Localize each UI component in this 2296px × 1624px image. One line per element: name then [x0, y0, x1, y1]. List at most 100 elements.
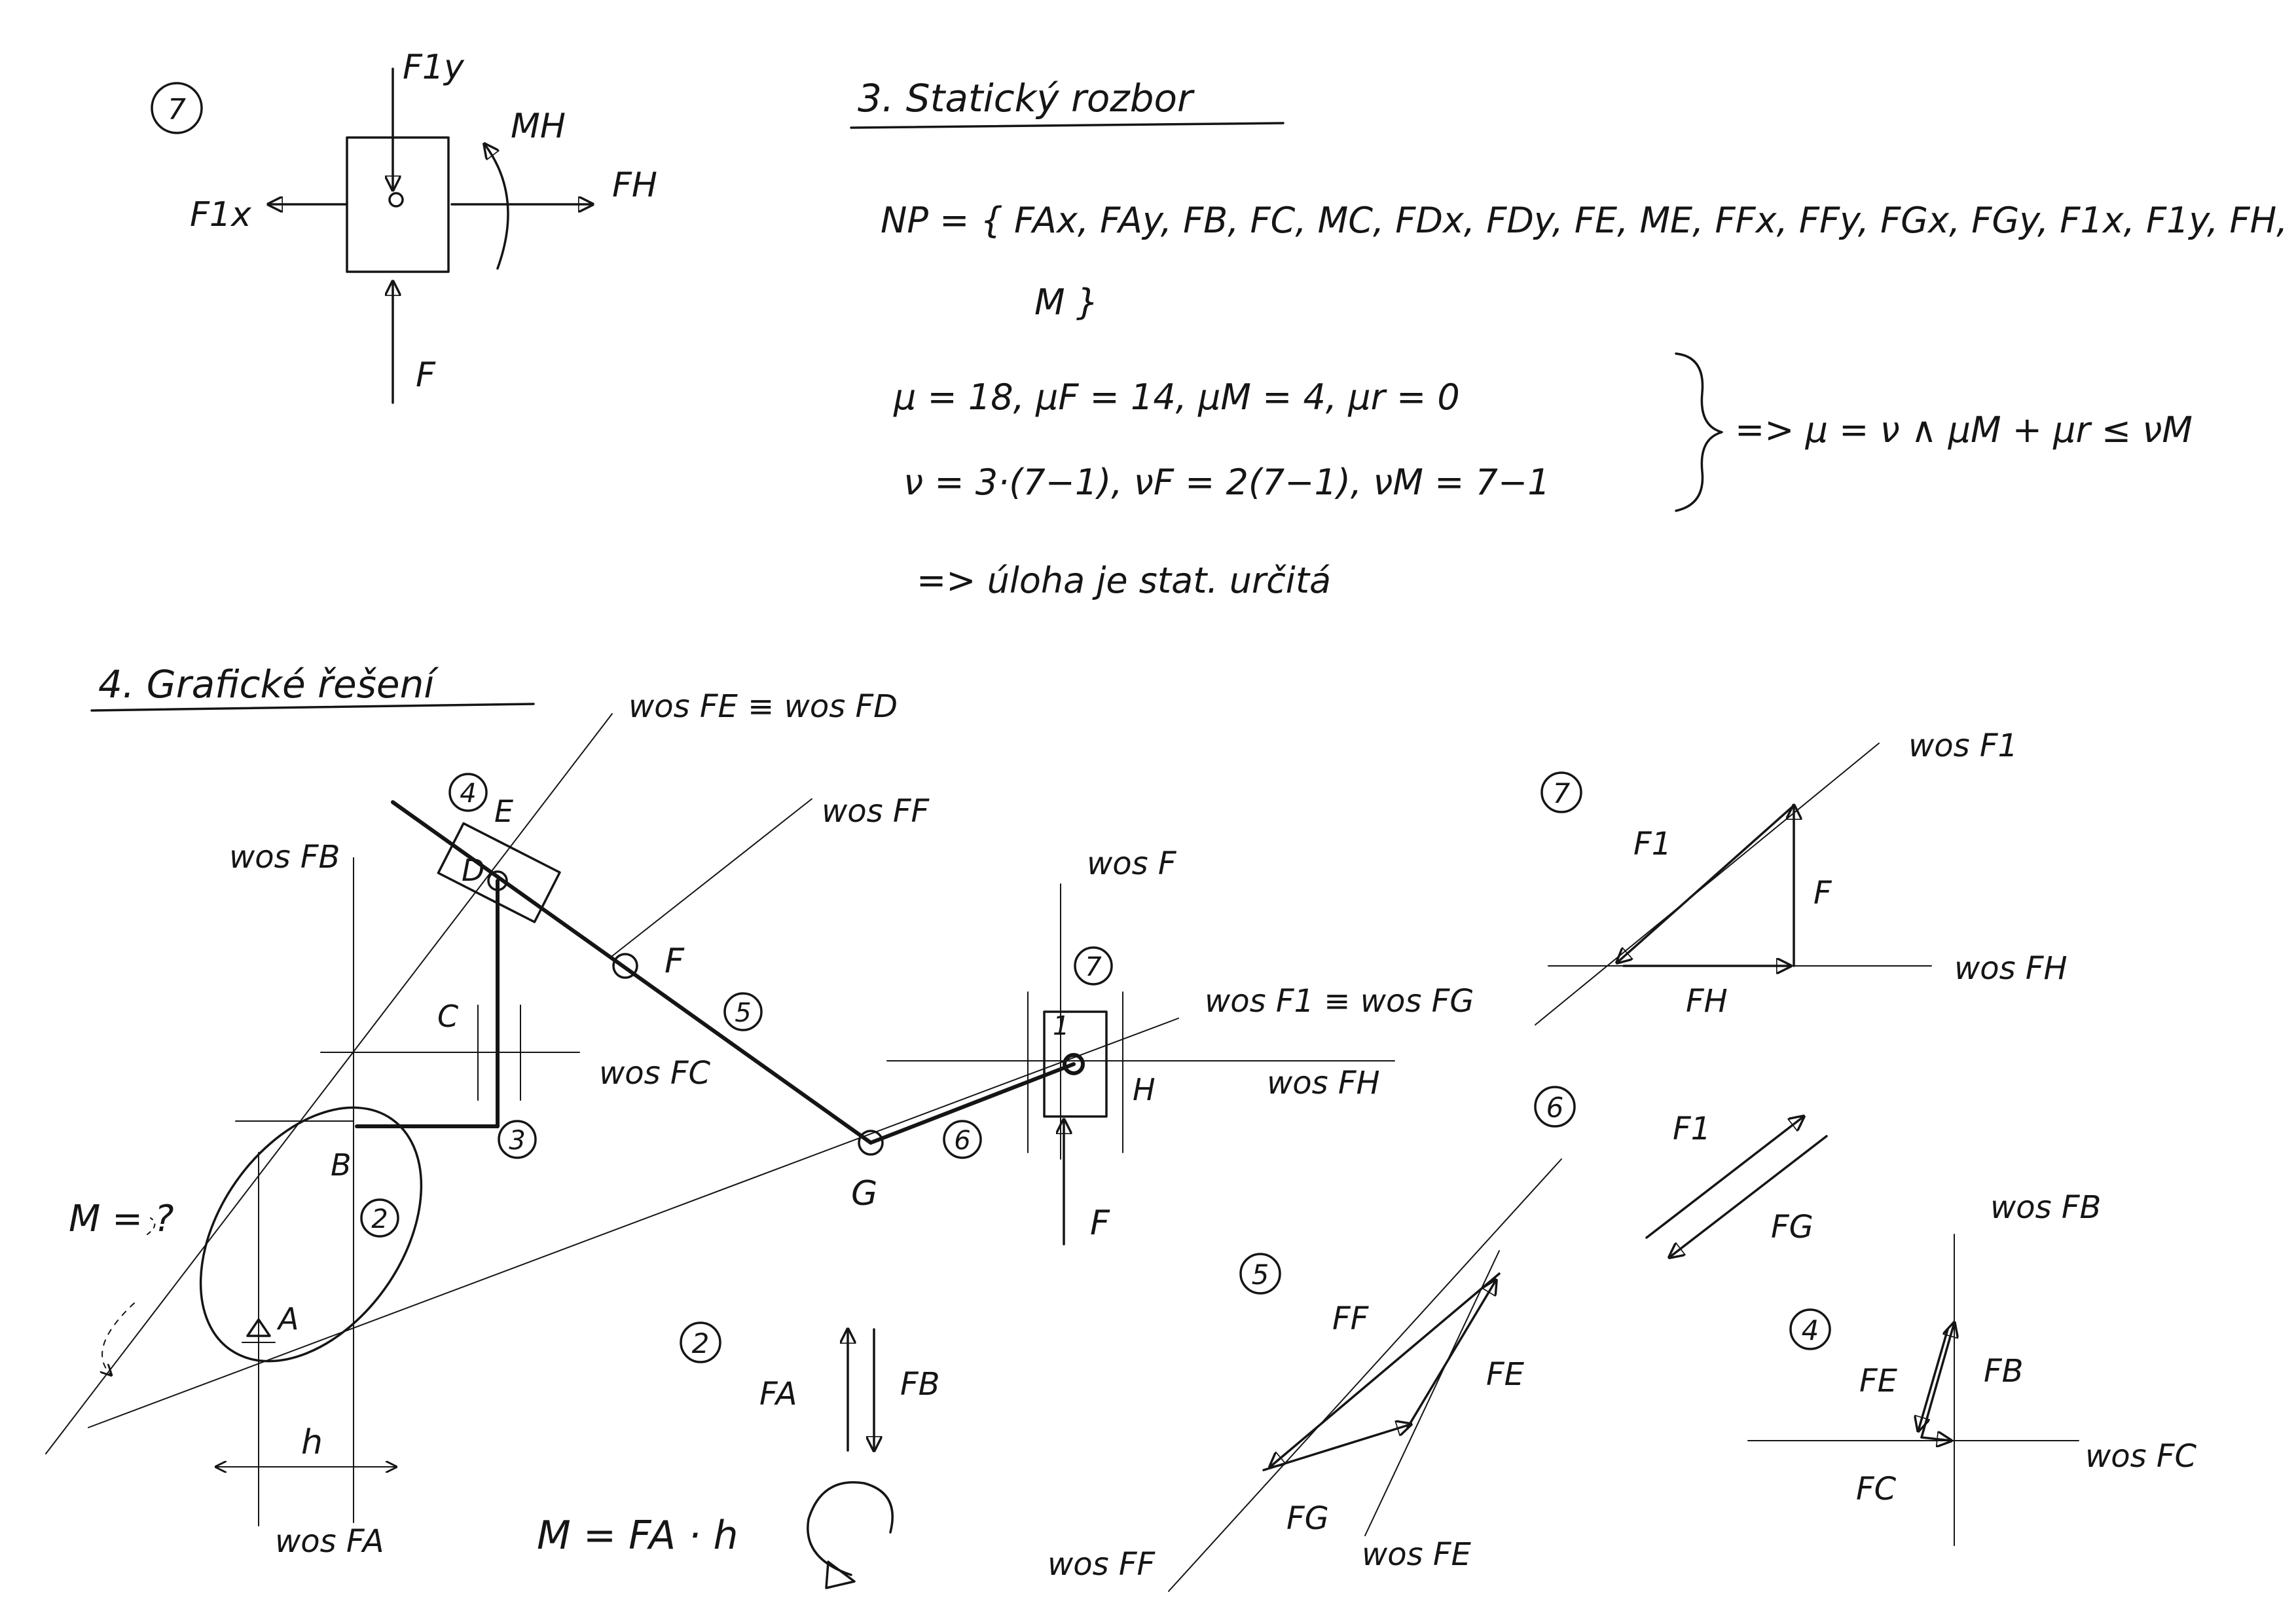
moment-indicator-tail — [147, 1217, 156, 1235]
point-h-label: H — [1133, 1072, 1156, 1107]
polygon-5-wos-fe-line — [1364, 1250, 1500, 1536]
line-wos-ff — [611, 798, 812, 957]
body-6-circle — [943, 1120, 982, 1159]
body-4-number: 4 — [460, 779, 476, 809]
static-analysis-underline — [850, 122, 1285, 129]
body-5-circle — [723, 992, 763, 1031]
pair-2-label-fa: FA — [759, 1376, 797, 1412]
polygon-6-label-f1: F1 — [1673, 1111, 1711, 1147]
line-wos-fe — [45, 713, 613, 1454]
label-moment-unknown: M = ? — [69, 1198, 174, 1240]
polygon-4-circle — [1789, 1308, 1831, 1350]
graphical-solution-title: 4. Grafické řešení — [98, 662, 439, 707]
np-set-line-2: M } — [1034, 282, 1099, 323]
static-analysis-title: 3. Statický rozbor — [858, 76, 1195, 120]
graphical-solution-section: 4. Grafické řešení h — [45, 662, 1474, 1560]
label-external-force-f: F — [1090, 1204, 1110, 1243]
point-c-label: C — [437, 999, 458, 1034]
body-4-circle — [448, 773, 488, 812]
body-7-number: 7 — [1085, 952, 1102, 982]
moment-arc-arrowhead — [825, 1560, 856, 1589]
fbd-circle — [151, 82, 203, 134]
polygon-6-vector-f1 — [1645, 1116, 1804, 1239]
polygon-4-label-wos-fb: wos FB — [1990, 1189, 2101, 1226]
point-f-label: F — [665, 942, 685, 981]
body-7-slider — [1043, 1010, 1108, 1118]
pair-2-circle — [680, 1321, 721, 1363]
pair-2-label-fb: FB — [900, 1366, 940, 1403]
body-6-number: 6 — [954, 1126, 970, 1156]
polygon-6-circle — [1534, 1086, 1576, 1128]
right-brace — [1675, 352, 1723, 512]
polygon-5-vector-fg — [1262, 1424, 1411, 1471]
pin-1 — [1063, 1053, 1085, 1075]
np-set-line-1: NP = { FAx, FAy, FB, FC, MC, FDx, FDy, F… — [881, 200, 2296, 241]
polygon-5-label-ff: FF — [1332, 1301, 1370, 1337]
polygon-4-label-fb: FB — [1984, 1353, 2024, 1390]
fbd-label-fh: FH — [612, 166, 657, 205]
polygon-5-label-fe: FE — [1486, 1356, 1525, 1393]
point-b-label: B — [331, 1147, 352, 1183]
conclusion-line: => úloha je stat. určitá — [917, 560, 1331, 601]
point-d-label: D — [462, 853, 484, 888]
polygon-5-vector-fe — [1406, 1280, 1496, 1429]
polygon-7-number: 7 — [1553, 777, 1571, 809]
body-2-ellipse — [199, 1106, 423, 1363]
polygon-4-vector-fe — [1918, 1328, 1949, 1431]
support-a-symbol — [246, 1318, 271, 1337]
label-wos-f1-eq-fg: wos F1 ≡ wos FG — [1205, 983, 1474, 1020]
dimension-h-label: h — [301, 1423, 323, 1462]
body-2-number: 2 — [371, 1204, 388, 1234]
polygon-4-label-fc: FC — [1856, 1471, 1897, 1507]
polygon-6-label-fg: FG — [1771, 1209, 1813, 1246]
body-5-bar — [391, 800, 873, 1145]
polygon-7-label-f1: F1 — [1633, 826, 1671, 862]
polygon-5-label-wos-ff: wos FF — [1048, 1546, 1156, 1583]
polygon-4-vector-fc — [1920, 1437, 1951, 1441]
nu-line: ν = 3·(7−1), νF = 2(7−1), νM = 7−1 — [903, 462, 1550, 503]
brace-result: => μ = ν ∧ μM + μr ≤ νM — [1735, 409, 2193, 451]
polygon-5-circle — [1239, 1253, 1281, 1295]
polygon-4-label-fe: FE — [1859, 1363, 1898, 1399]
static-analysis-section: 3. Statický rozbor NP = { FAx, FAy, FB, … — [850, 76, 2296, 601]
force-polygon-4: 4 wos FB FE FB FC wos FC — [1747, 1189, 2197, 1546]
point-1-label: 1 — [1053, 1011, 1069, 1041]
force-polygon-6: 6 F1 FG — [1534, 1086, 1828, 1257]
polygon-6-number: 6 — [1546, 1092, 1564, 1124]
mu-line: μ = 18, μF = 14, μM = 4, μr = 0 — [893, 377, 1460, 418]
polygon-7-label-f: F — [1813, 875, 1832, 912]
polygon-4-number: 4 — [1802, 1314, 1819, 1346]
polygon-7-label-fh: FH — [1686, 983, 1728, 1020]
pair-2-number: 2 — [692, 1327, 710, 1359]
point-a-label: A — [276, 1301, 299, 1337]
moment-equation: M = FA · h — [537, 1513, 738, 1559]
polygon-7-label-wos-f1: wos F1 — [1908, 728, 2018, 764]
body-4-block — [437, 822, 561, 923]
polygon-4-label-wos-fc: wos FC — [2085, 1438, 2197, 1475]
body-6-rod — [869, 1062, 1076, 1145]
polygon-5-wos-ff-line — [1168, 1158, 1562, 1592]
polygon-5-vector-ff — [1270, 1272, 1501, 1467]
fbd-moment-arc — [484, 144, 509, 270]
force-polygon-7: 7 wos F1 F1 F FH wos FH — [1535, 728, 2068, 1025]
point-g-label: G — [851, 1174, 877, 1213]
polygon-6-vector-fg — [1669, 1135, 1828, 1257]
fbd-circle-label: 7 — [168, 93, 186, 126]
polygon-7-label-wos-fh: wos FH — [1954, 950, 2068, 987]
polygon-7-circle — [1540, 771, 1582, 813]
pin-d — [487, 870, 508, 891]
polygon-5-label-fg: FG — [1286, 1500, 1329, 1537]
force-polygon-5: 5 FF FE FG wos FF wos FE — [1048, 1158, 1562, 1592]
moment-arc-symbol — [807, 1481, 894, 1576]
fbd-label-f1y: F1y — [403, 48, 465, 87]
label-wos-fa: wos FA — [275, 1523, 384, 1560]
body-3-circle — [498, 1120, 537, 1159]
fbd-pin — [388, 192, 404, 208]
body-2-circle — [360, 1198, 399, 1238]
body-7-circle — [1074, 946, 1113, 986]
label-wos-fc: wos FC — [599, 1055, 711, 1092]
graphical-solution-underline — [90, 703, 535, 712]
polygon-5-number: 5 — [1252, 1259, 1269, 1291]
body-3-number: 3 — [509, 1126, 525, 1156]
point-e-label: E — [494, 794, 513, 829]
